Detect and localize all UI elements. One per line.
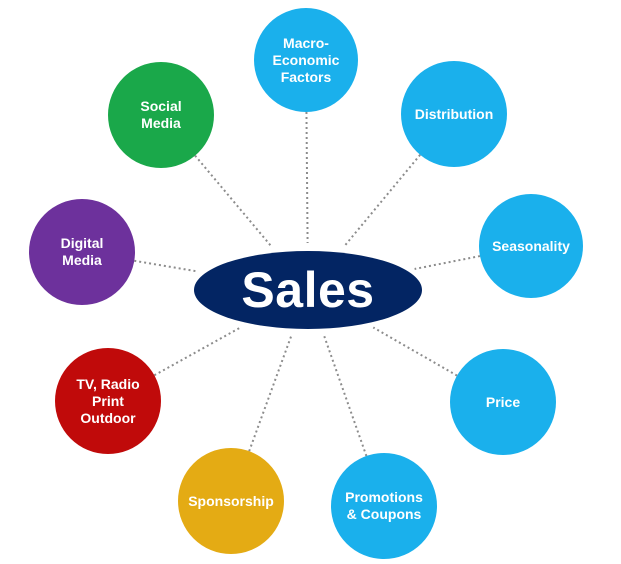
node-tv-radio-print-outdoor: TV, Radio Print Outdoor: [55, 348, 161, 454]
connector-line: [372, 326, 458, 377]
connector-line: [248, 335, 293, 452]
connector-line: [414, 255, 481, 270]
node-label: Social Media: [140, 98, 182, 131]
node-label: TV, Radio Print Outdoor: [76, 375, 140, 426]
node-price: Price: [450, 349, 556, 455]
node-label: Price: [485, 393, 521, 410]
node-label: Digital Media: [60, 235, 104, 268]
node-macro-economic-factors: Macro- Economic Factors: [254, 8, 358, 112]
connector-line: [343, 154, 421, 247]
node-sponsorship: Sponsorship: [178, 448, 284, 554]
center-label: Sales: [241, 262, 375, 318]
node-label: Seasonality: [492, 237, 570, 254]
center-sales-ellipse: Sales: [194, 251, 422, 329]
node-promotions-coupons: Promotions & Coupons: [331, 453, 437, 559]
connector-line: [323, 335, 368, 457]
node-digital-media: Digital Media: [29, 199, 135, 305]
connector-line: [134, 259, 198, 273]
node-label: Macro- Economic Factors: [272, 34, 340, 85]
node-seasonality: Seasonality: [479, 194, 583, 298]
node-distribution: Distribution: [401, 61, 507, 167]
connector-line: [194, 154, 273, 248]
node-label: Promotions & Coupons: [345, 489, 423, 522]
node-label: Distribution: [414, 105, 494, 122]
connector-line: [305, 111, 309, 244]
connector-line: [153, 326, 242, 377]
node-social-media: Social Media: [108, 62, 214, 168]
node-label: Sponsorship: [188, 492, 274, 509]
